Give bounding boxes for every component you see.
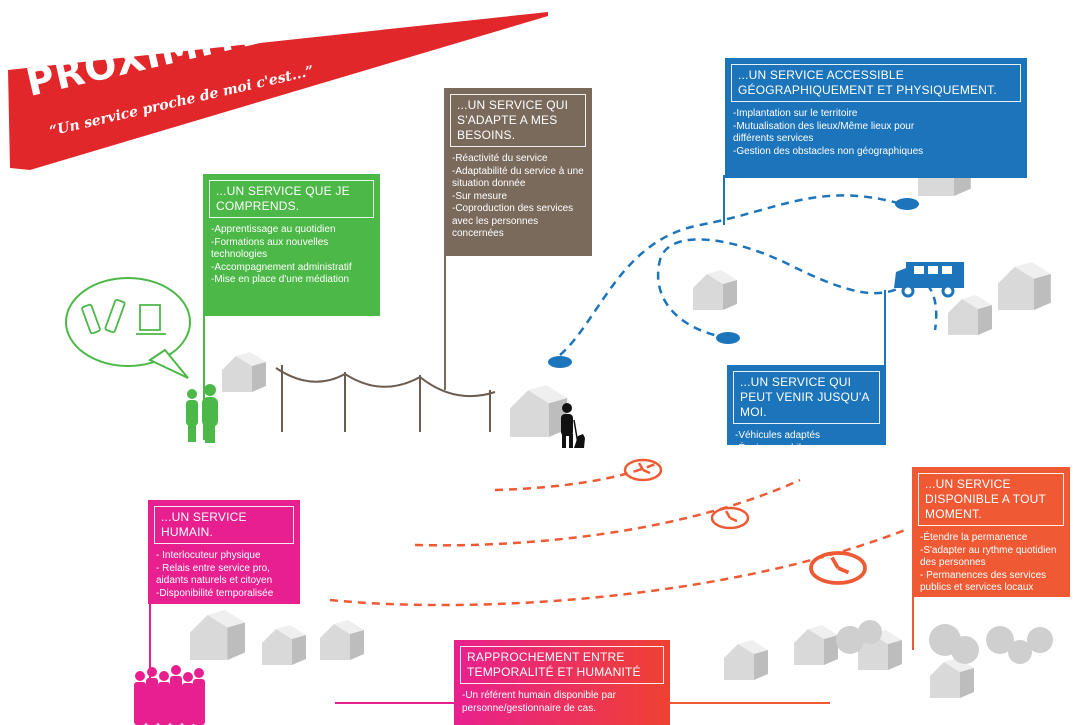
panel-availability: ...UN SERVICE DISPONIBLE A TOUT MOMENT. … [912,467,1070,597]
crowd-icon [134,665,205,725]
time-arc [329,528,906,607]
panel-item: -Sur mesure [452,190,508,202]
blue-marker [895,198,919,210]
house-icon [320,620,364,660]
panel-item: - Permanences des services publics et se… [920,569,1047,594]
panel-title: ...UN SERVICE QUE JE COMPRENDS. [209,180,374,218]
house-icon [998,262,1051,310]
panel-title: ...UN SERVICE QUI S'ADAPTE A MES BESOINS… [450,94,586,147]
panel-item: -Coproduction des services avec les pers… [452,203,574,239]
people-group-icon [186,384,218,443]
house-icon [510,385,568,437]
panel-list: -Apprentissage au quotidien -Formations … [203,224,380,293]
panel-title: ...UN SERVICE HUMAIN. [154,506,294,544]
tree-icon [836,620,1053,664]
panel-poles [149,175,914,704]
panel-item: -Réactivité du service [452,153,548,164]
clock-icon [623,458,663,482]
speech-bubble [65,277,191,379]
blue-route [559,194,906,356]
panel-item: -Un référent humain disponible par perso… [462,690,616,714]
time-arc [414,478,801,547]
panel-item: -Implantation sur le territoire [733,108,858,119]
clock-icon [710,506,750,530]
person-with-dog-icon [561,403,585,448]
panel-list: -Véhicules adaptés -Équipes mobiles [727,430,886,461]
panel-title: RAPPROCHEMENT ENTRE TEMPORALITÉ ET HUMAN… [460,646,664,684]
house-icon [948,295,992,335]
time-arc [494,460,661,492]
clock-icon-large [809,551,867,585]
panel-item: - Relais entre service pro, aidants natu… [156,562,273,587]
house-icon [222,352,266,392]
panel-item: -Adaptabilité du service à une situation… [452,165,584,190]
house-icon [190,610,245,660]
panel-item: -S'adapter au rythme quotidien des perso… [920,544,1057,569]
panel-item: - Interlocuteur physique [156,550,261,561]
panel-item: -Gestion des obstacles non géographiques [733,145,924,157]
panel-item: -Accompagnement administratif [211,261,352,273]
panel-item: -Formations aux nouvelles technologies [211,236,329,261]
panel-item: -Disponibilité temporalisée [156,587,274,599]
panel-list: -Réactivité du service -Adaptabilité du … [444,153,592,247]
house-icon [794,625,838,665]
panel-list: -Étendre la permanence -S'adapter au ryt… [912,532,1070,601]
panel-item: -Étendre la permanence [920,532,1028,543]
panel-item: -Mutualisation des lieux/Même lieux pour… [733,120,915,145]
panel-comprehension: ...UN SERVICE QUE JE COMPRENDS. -Apprent… [203,174,380,316]
panel-list: -Implantation sur le territoire -Mutuali… [725,108,959,164]
blue-marker [716,332,740,344]
panel-item: -Équipes mobiles [735,442,812,454]
panel-human: ...UN SERVICE HUMAIN. - Interlocuteur ph… [148,500,300,604]
house-icon [724,640,768,680]
panel-time-humanity: RAPPROCHEMENT ENTRE TEMPORALITÉ ET HUMAN… [454,640,670,725]
panel-item: -Véhicules adaptés [735,430,821,441]
panel-title: ...UN SERVICE QUI PEUT VENIR JUSQU'A MOI… [733,371,880,424]
panel-adaptation: ...UN SERVICE QUI S'ADAPTE A MES BESOINS… [444,88,592,256]
panel-item: -Apprentissage au quotidien [211,224,336,235]
van-icon [894,262,964,298]
panel-accessibility: ...UN SERVICE ACCESSIBLE GÉOGRAPHIQUEMEN… [725,58,1027,178]
rope-fence [275,365,496,432]
house-icon [930,658,974,698]
house-icon [693,270,737,310]
panel-list: -Un référent humain disponible par perso… [454,690,670,721]
panel-title: ...UN SERVICE DISPONIBLE A TOUT MOMENT. [918,473,1064,526]
blue-marker [548,356,572,368]
panel-title: ...UN SERVICE ACCESSIBLE GÉOGRAPHIQUEMEN… [731,64,1021,102]
house-icon [262,625,306,665]
panel-list: - Interlocuteur physique - Relais entre … [148,550,300,606]
panel-item: -Mise en place d'une médiation [211,274,350,285]
panel-mobility: ...UN SERVICE QUI PEUT VENIR JUSQU'A MOI… [727,365,886,454]
banner-ribbon [8,12,548,170]
